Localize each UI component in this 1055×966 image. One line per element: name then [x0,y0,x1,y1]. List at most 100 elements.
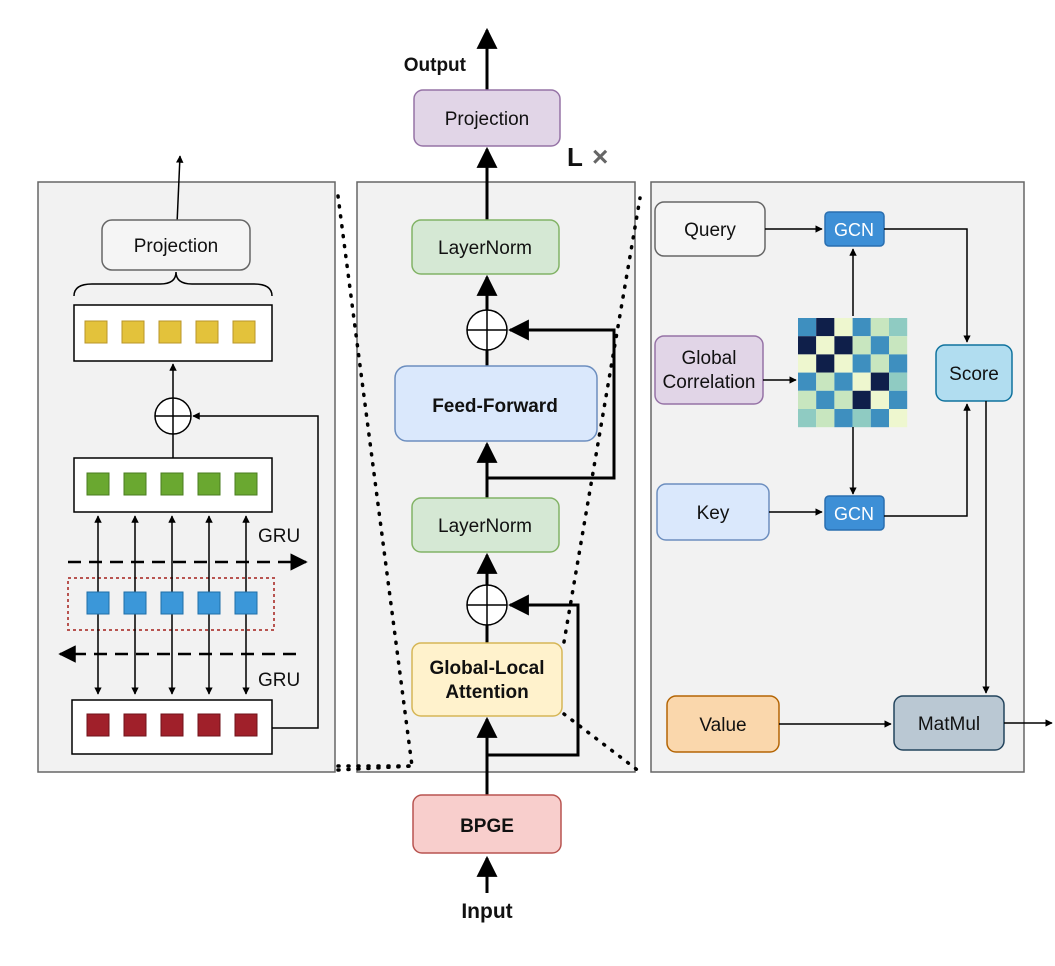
heatmap-cell [889,390,908,409]
repeat-label: L [567,142,583,172]
top-layernorm-label: LayerNorm [438,238,532,259]
global-correlation-line2: Correlation [663,372,756,393]
heatmap-cell [816,390,835,409]
bpge-label: BPGE [460,816,514,837]
green-tokens [86,472,258,496]
bpge-box [412,794,562,854]
red-token [234,713,258,737]
heatmap-cell [816,354,835,373]
blue-token [160,591,184,615]
heatmap-cell [870,372,889,391]
heatmap-cell [816,318,835,337]
blue-token [86,591,110,615]
green-token [197,472,221,496]
heatmap-cell [870,409,889,428]
blue-tokens [86,591,258,615]
input-label: Input [461,900,512,923]
heatmap-cell [889,336,908,355]
gcn-bottom-label: GCN [834,504,874,524]
heatmap-cell [889,372,908,391]
score-label: Score [949,364,999,385]
gru-top-label: GRU [258,526,300,547]
yellow-token [158,320,182,344]
bottom-layernorm-label: LayerNorm [438,516,532,537]
heatmap-cell [852,318,871,337]
heatmap-cell [834,354,853,373]
global-correlation-line1: Global [682,348,737,369]
global-correlation-box [654,335,764,405]
heatmap-cell [798,318,817,337]
heatmap-cell [816,409,835,428]
middle-arch: Output Projection L × LayerNorm Feed-For… [394,27,616,923]
gcn-top-label: GCN [834,220,874,240]
heatmap-cell [816,336,835,355]
heatmap-cell [798,372,817,391]
times-icon: × [592,141,608,172]
attention-box [411,642,563,717]
right-arch: Query GCN Global Correlation Score Key G… [654,201,1053,753]
heatmap-cell [852,390,871,409]
green-token [234,472,258,496]
green-token [123,472,147,496]
blue-token [123,591,147,615]
score-box [935,344,1013,402]
heatmap-cell [834,336,853,355]
attention-label-line2: Attention [445,682,528,703]
heatmap-cell [798,336,817,355]
right-panel [650,181,1025,773]
heatmap-cell [834,318,853,337]
top-projection-box [413,89,561,147]
yellow-token [232,320,256,344]
red-token [197,713,221,737]
matmul-label: MatMul [918,714,980,735]
green-token [160,472,184,496]
heatmap-cell [889,354,908,373]
heatmap-cell [852,372,871,391]
yellow-token [121,320,145,344]
heatmap-cell [834,409,853,428]
attention-label-line1: Global-Local [429,658,544,679]
red-token [123,713,147,737]
red-token [86,713,110,737]
heatmap-cell [870,318,889,337]
value-label: Value [699,715,746,736]
blue-token [234,591,258,615]
top-layernorm-box [411,219,560,275]
yellow-token [84,320,108,344]
top-projection-label: Projection [445,109,530,130]
heatmap-cell [798,409,817,428]
left-arch: Projection GRU [58,155,319,755]
key-label: Key [697,503,730,524]
heatmap-cell [834,390,853,409]
blue-token [197,591,221,615]
output-label: Output [404,55,467,76]
heatmap-cell [870,354,889,373]
heatmap-cell [889,318,908,337]
heatmap-cell [816,372,835,391]
heatmap-cell [852,354,871,373]
feed-forward-box [394,365,598,442]
green-token [86,472,110,496]
zoom-lines [336,194,642,774]
heatmap-cell [870,390,889,409]
yellow-tokens [84,320,256,344]
bottom-layernorm-box [411,497,560,553]
left-projection-box [101,219,251,271]
heatmap-cell [852,336,871,355]
heatmap-cell [798,390,817,409]
left-projection-label: Projection [134,236,219,257]
yellow-token [195,320,219,344]
heatmap-cell [889,409,908,428]
heatmap-cell [870,336,889,355]
red-token [160,713,184,737]
heatmap-cell [834,372,853,391]
brace [73,271,273,297]
red-tokens [86,713,258,737]
gcn-bottom-box [824,495,885,531]
gru-bottom-label: GRU [258,670,300,691]
correlation-heatmap [798,318,908,428]
query-label: Query [684,220,736,241]
heatmap-cell [852,409,871,428]
heatmap-cell [798,354,817,373]
